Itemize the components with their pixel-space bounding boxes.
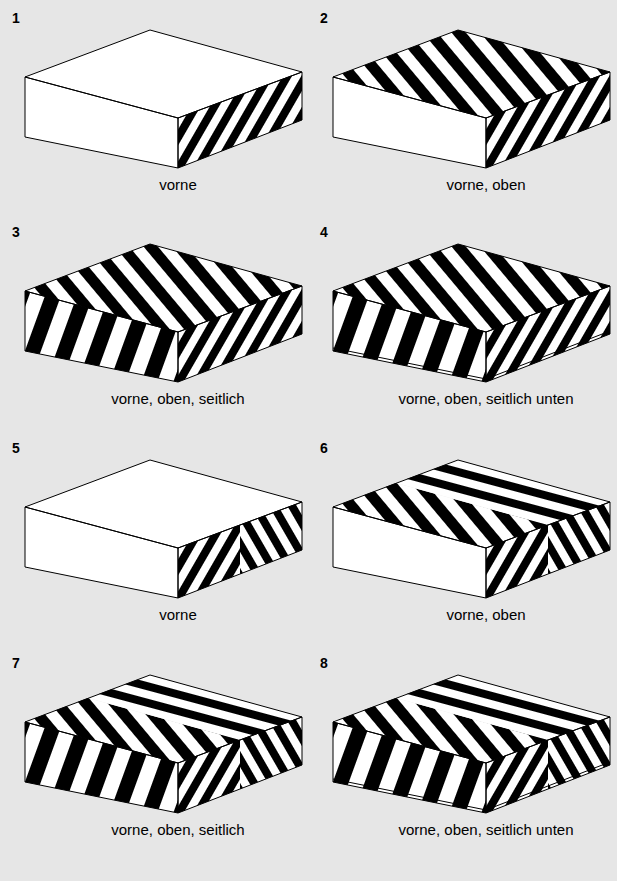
panel-caption: vorne, oben [446,176,525,193]
panel-caption: vorne, oben, seitlich unten [398,390,573,407]
panel-caption: vorne [159,606,197,623]
panel-number: 1 [12,10,20,26]
block-chevron-front-top [333,460,610,598]
block-chevron-front [25,460,302,598]
block-chevron-front-top-side-bottom [333,675,610,813]
panel-number: 5 [12,440,20,456]
panel-number: 7 [12,655,20,671]
panel-number: 6 [320,440,328,456]
block-chevron-front-top-side [25,675,302,813]
panel-caption: vorne, oben, seitlich unten [398,821,573,838]
panel-caption: vorne, oben [446,606,525,623]
block-front-top-side [25,244,302,382]
panel-number: 8 [320,655,328,671]
panel-number: 3 [12,224,20,240]
panel-number: 4 [320,224,328,240]
panel-caption: vorne, oben, seitlich [111,821,244,838]
panel-number: 2 [320,10,328,26]
panel-caption: vorne, oben, seitlich [111,390,244,407]
block-front [25,30,302,168]
panel-caption: vorne [159,176,197,193]
block-front-top-side-bottom [333,244,610,382]
block-front-top [333,30,610,168]
